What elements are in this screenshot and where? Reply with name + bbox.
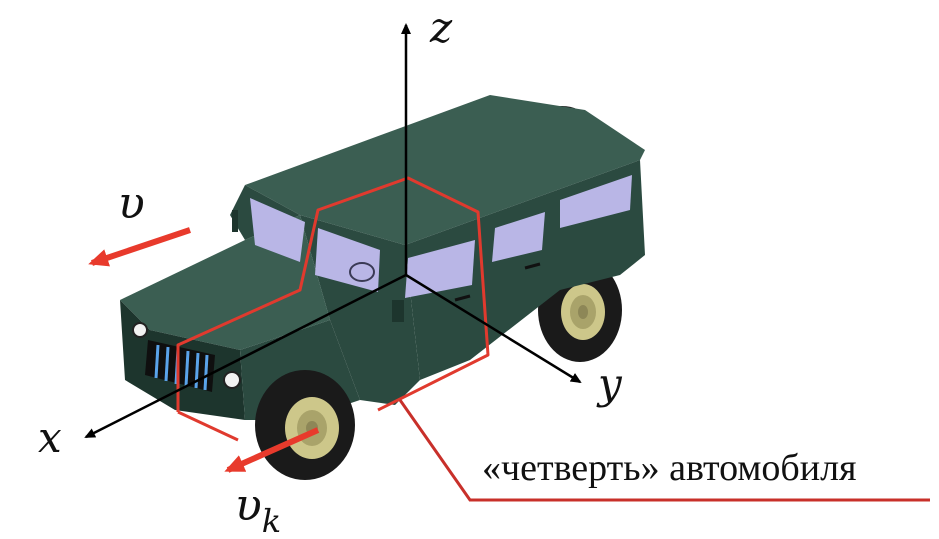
side-window-rear xyxy=(560,175,632,228)
roof xyxy=(245,95,645,245)
callout-leader xyxy=(398,399,930,502)
side-mirror-left xyxy=(232,210,238,232)
door-handle xyxy=(454,294,471,302)
grille xyxy=(145,340,215,392)
front-wheel xyxy=(255,370,355,480)
side-window-middle xyxy=(492,212,545,262)
coordinate-axes xyxy=(84,23,582,439)
callout-text: «четверть» автомобиля xyxy=(482,447,857,489)
side-mirror xyxy=(392,300,404,322)
headlight-right xyxy=(223,371,241,389)
vehicle xyxy=(120,95,645,480)
windshield-left xyxy=(250,198,305,262)
y-axis-label: y xyxy=(596,359,623,408)
quarter-outline-bottom xyxy=(177,410,239,442)
wheel-velocity-subscript: k xyxy=(262,502,281,539)
wheel-velocity-label: υk xyxy=(235,480,281,539)
x-axis-label: x xyxy=(38,413,62,462)
door-handle-rear xyxy=(524,262,541,270)
wheel-velocity-symbol: υ xyxy=(235,480,262,531)
wheel-velocity-arrow xyxy=(224,427,320,473)
x-axis xyxy=(84,273,407,439)
side-window-front xyxy=(405,240,475,298)
quarter-outline xyxy=(176,176,490,412)
y-axis xyxy=(405,273,582,384)
headlight-left xyxy=(132,322,148,338)
velocity-label: υ xyxy=(118,178,145,229)
z-axis-label: z xyxy=(429,3,453,52)
velocity-arrow xyxy=(88,227,191,267)
windshield-right xyxy=(315,228,380,292)
steering-wheel xyxy=(349,262,375,282)
